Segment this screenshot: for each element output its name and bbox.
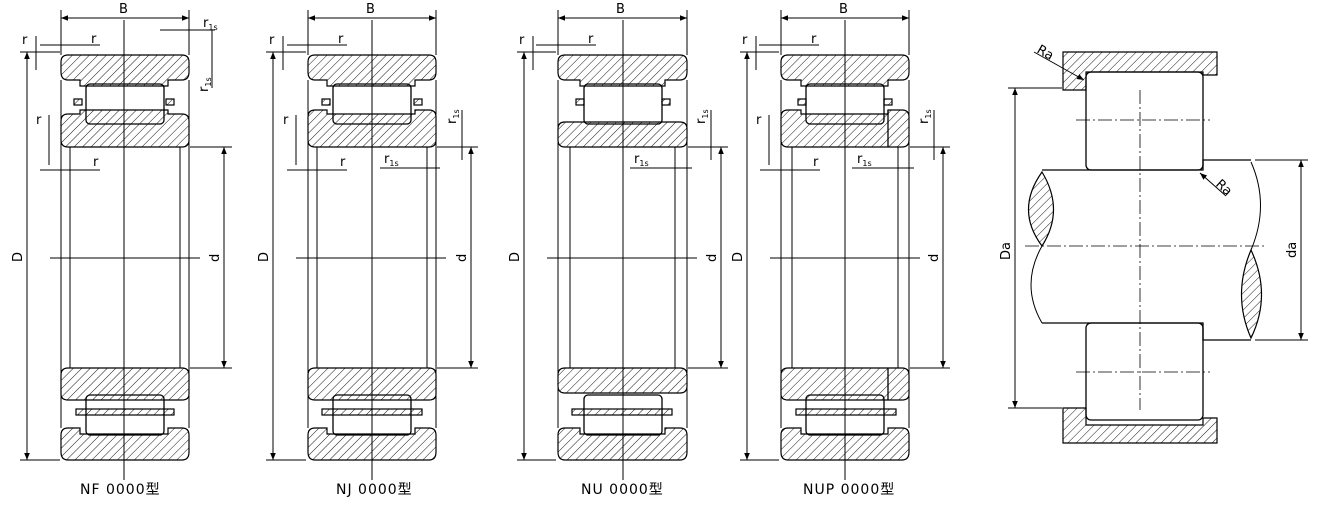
dim-label-r1s-2: r1s (917, 109, 933, 124)
caption-nup: NUP 0000型 (803, 482, 895, 498)
dim-label-r1s-2: r1s (197, 77, 213, 92)
dim-label-r-2: r (22, 33, 28, 48)
dim-label-d-bore: d (927, 254, 942, 262)
dim-label-r1s-1: r1s (203, 16, 218, 32)
dim-label-b: B (119, 2, 128, 17)
dim-label-ra-2: Ra (1212, 177, 1234, 199)
dim-label-d-outer: D (508, 252, 523, 262)
dim-label-r1s-2: r1s (694, 109, 710, 124)
dim-label-r-4: r (756, 113, 762, 128)
dim-label-r1s-1: r1s (634, 152, 649, 168)
dim-label-b: B (839, 2, 848, 17)
dim-label-r-3: r (813, 155, 819, 170)
dim-label-r-4: r (36, 113, 42, 128)
dim-label-d-outer: D (11, 252, 26, 262)
mounting-diagram: Da da Ra Ra (999, 42, 1308, 444)
bearing-nup: B D d r r r r r1s r1s (731, 2, 950, 498)
caption-nf: NF 0000型 (80, 482, 161, 498)
dim-label-d-bore: d (705, 254, 720, 262)
dim-label-d-bore: d (208, 254, 223, 262)
dim-label-r-2: r (519, 33, 525, 48)
dim-label-r-3: r (93, 155, 99, 170)
dim-label-r1s-1: r1s (857, 152, 872, 168)
dim-label-d-bore: d (455, 254, 470, 262)
dim-label-da-shaft: da (1285, 242, 1300, 258)
dim-label-r1s-1: r1s (384, 152, 399, 168)
bearing-nf: B D d r r r (11, 2, 232, 498)
bearing-nu: B D d r r r1s r1s NU 0000型 (508, 2, 728, 498)
dim-label-r-3: r (340, 155, 346, 170)
dim-label-r-4: r (283, 113, 289, 128)
dim-label-da-housing: Da (999, 242, 1014, 260)
dim-label-r-1: r (91, 32, 97, 47)
dim-label-r-1: r (811, 32, 817, 47)
dim-label-r-2: r (742, 33, 748, 48)
caption-nu: NU 0000型 (581, 482, 664, 498)
dim-label-r1s-2: r1s (445, 109, 461, 124)
dim-label-b: B (366, 2, 375, 17)
dim-label-r-1: r (588, 32, 594, 47)
bearing-nj: B D d r r r r r1s r1s NJ 0000 (257, 2, 478, 498)
caption-nj: NJ 0000型 (336, 482, 413, 498)
dim-label-d-outer: D (257, 252, 272, 262)
dim-label-b: B (616, 2, 625, 17)
dim-label-r-2: r (269, 33, 275, 48)
dim-label-r-1: r (338, 32, 344, 47)
dim-label-d-outer: D (731, 252, 746, 262)
dim-label-ra-1: Ra (1034, 42, 1056, 63)
